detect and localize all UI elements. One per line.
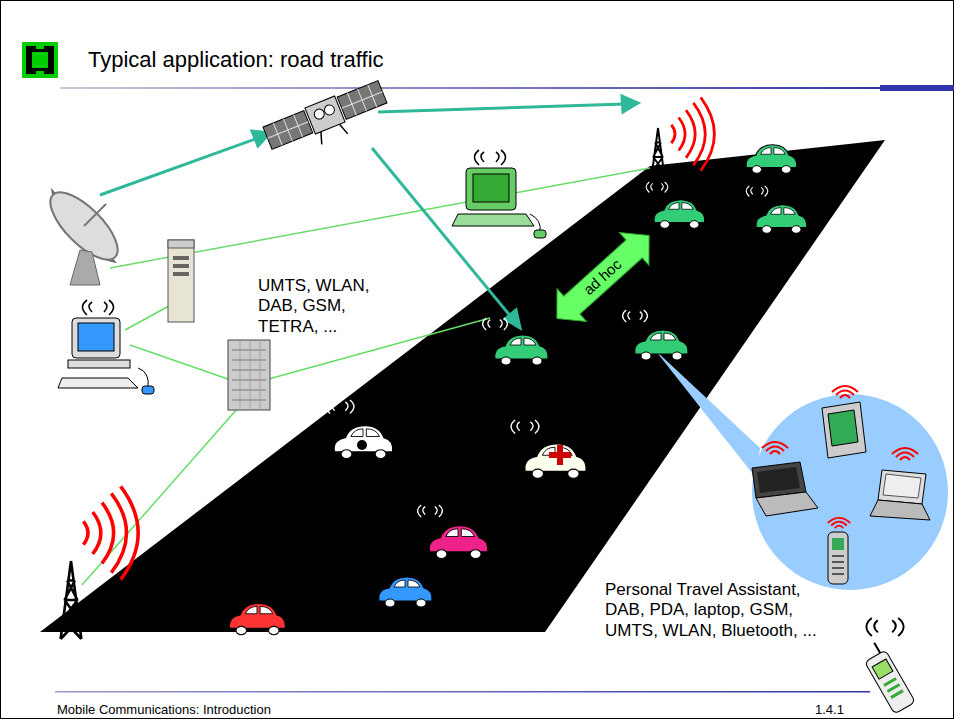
slide-title: Typical application: road traffic	[88, 47, 384, 73]
footer-rule	[55, 691, 870, 693]
car-red	[229, 584, 285, 635]
slide-number: 1.4.1	[815, 702, 844, 718]
handheld-phone	[859, 640, 916, 714]
car-green	[623, 310, 689, 360]
callout-wedge	[655, 350, 760, 478]
footer-text: Mobile Communications: Introduction	[57, 702, 271, 718]
ad-hoc-arrow	[542, 219, 664, 335]
phone-icon	[828, 518, 851, 584]
equipment-rack	[228, 340, 270, 410]
satellite-dish	[40, 182, 128, 285]
car-green	[742, 126, 797, 173]
road	[40, 140, 885, 632]
laptop-icon	[870, 448, 930, 520]
network-list: UMTS, WLAN, DAB, GSM, TETRA, ...	[258, 276, 383, 337]
logo	[22, 42, 58, 78]
car-green	[746, 186, 807, 233]
server-tower	[168, 240, 194, 322]
car-blue	[379, 577, 432, 607]
car-green	[646, 182, 705, 228]
car-green	[483, 318, 548, 365]
police-car	[326, 400, 393, 459]
desktop-computer	[58, 300, 154, 394]
satellite-icon	[262, 79, 392, 163]
header-rule	[60, 87, 890, 89]
radio-mast	[61, 486, 139, 639]
header-bar	[880, 85, 954, 91]
radio-waves	[866, 618, 903, 636]
ambulance	[511, 420, 586, 478]
network-lines	[82, 168, 650, 585]
car-pink	[418, 505, 488, 559]
radio-mast	[650, 97, 714, 186]
pda-icon	[822, 386, 866, 458]
laptop-icon	[752, 442, 818, 516]
mobile-computer	[452, 150, 546, 238]
device-circle	[752, 394, 948, 590]
device-list: Personal Travel Assistant, DAB, PDA, lap…	[605, 580, 820, 641]
